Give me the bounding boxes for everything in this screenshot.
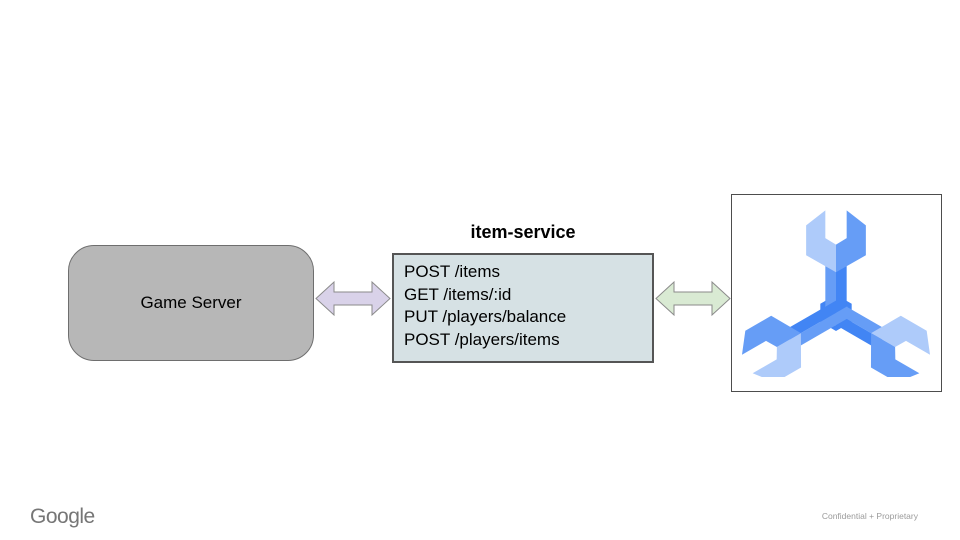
item-service-node[interactable]: POST /items GET /items/:id PUT /players/… — [392, 253, 654, 363]
double-arrow-icon — [315, 280, 391, 317]
item-service-title: item-service — [470, 222, 576, 242]
endpoint-line: POST /items — [404, 262, 501, 281]
double-arrow-icon — [655, 280, 731, 317]
game-server-node[interactable]: Game Server — [68, 245, 314, 361]
spanner-node[interactable] — [731, 194, 942, 392]
game-server-label: Game Server — [140, 293, 242, 312]
cloud-spanner-icon — [741, 210, 931, 377]
endpoint-line: POST /players/items — [404, 329, 560, 349]
confidentiality-note: Confidential + Proprietary — [821, 511, 918, 521]
service-to-spanner-arrow[interactable] — [654, 280, 732, 317]
google-logo: Google — [30, 505, 95, 528]
game-to-service-arrow[interactable] — [314, 280, 392, 317]
endpoint-line: GET /items/:id — [404, 284, 512, 304]
endpoint-line: PUT /players/balance — [404, 307, 567, 326]
